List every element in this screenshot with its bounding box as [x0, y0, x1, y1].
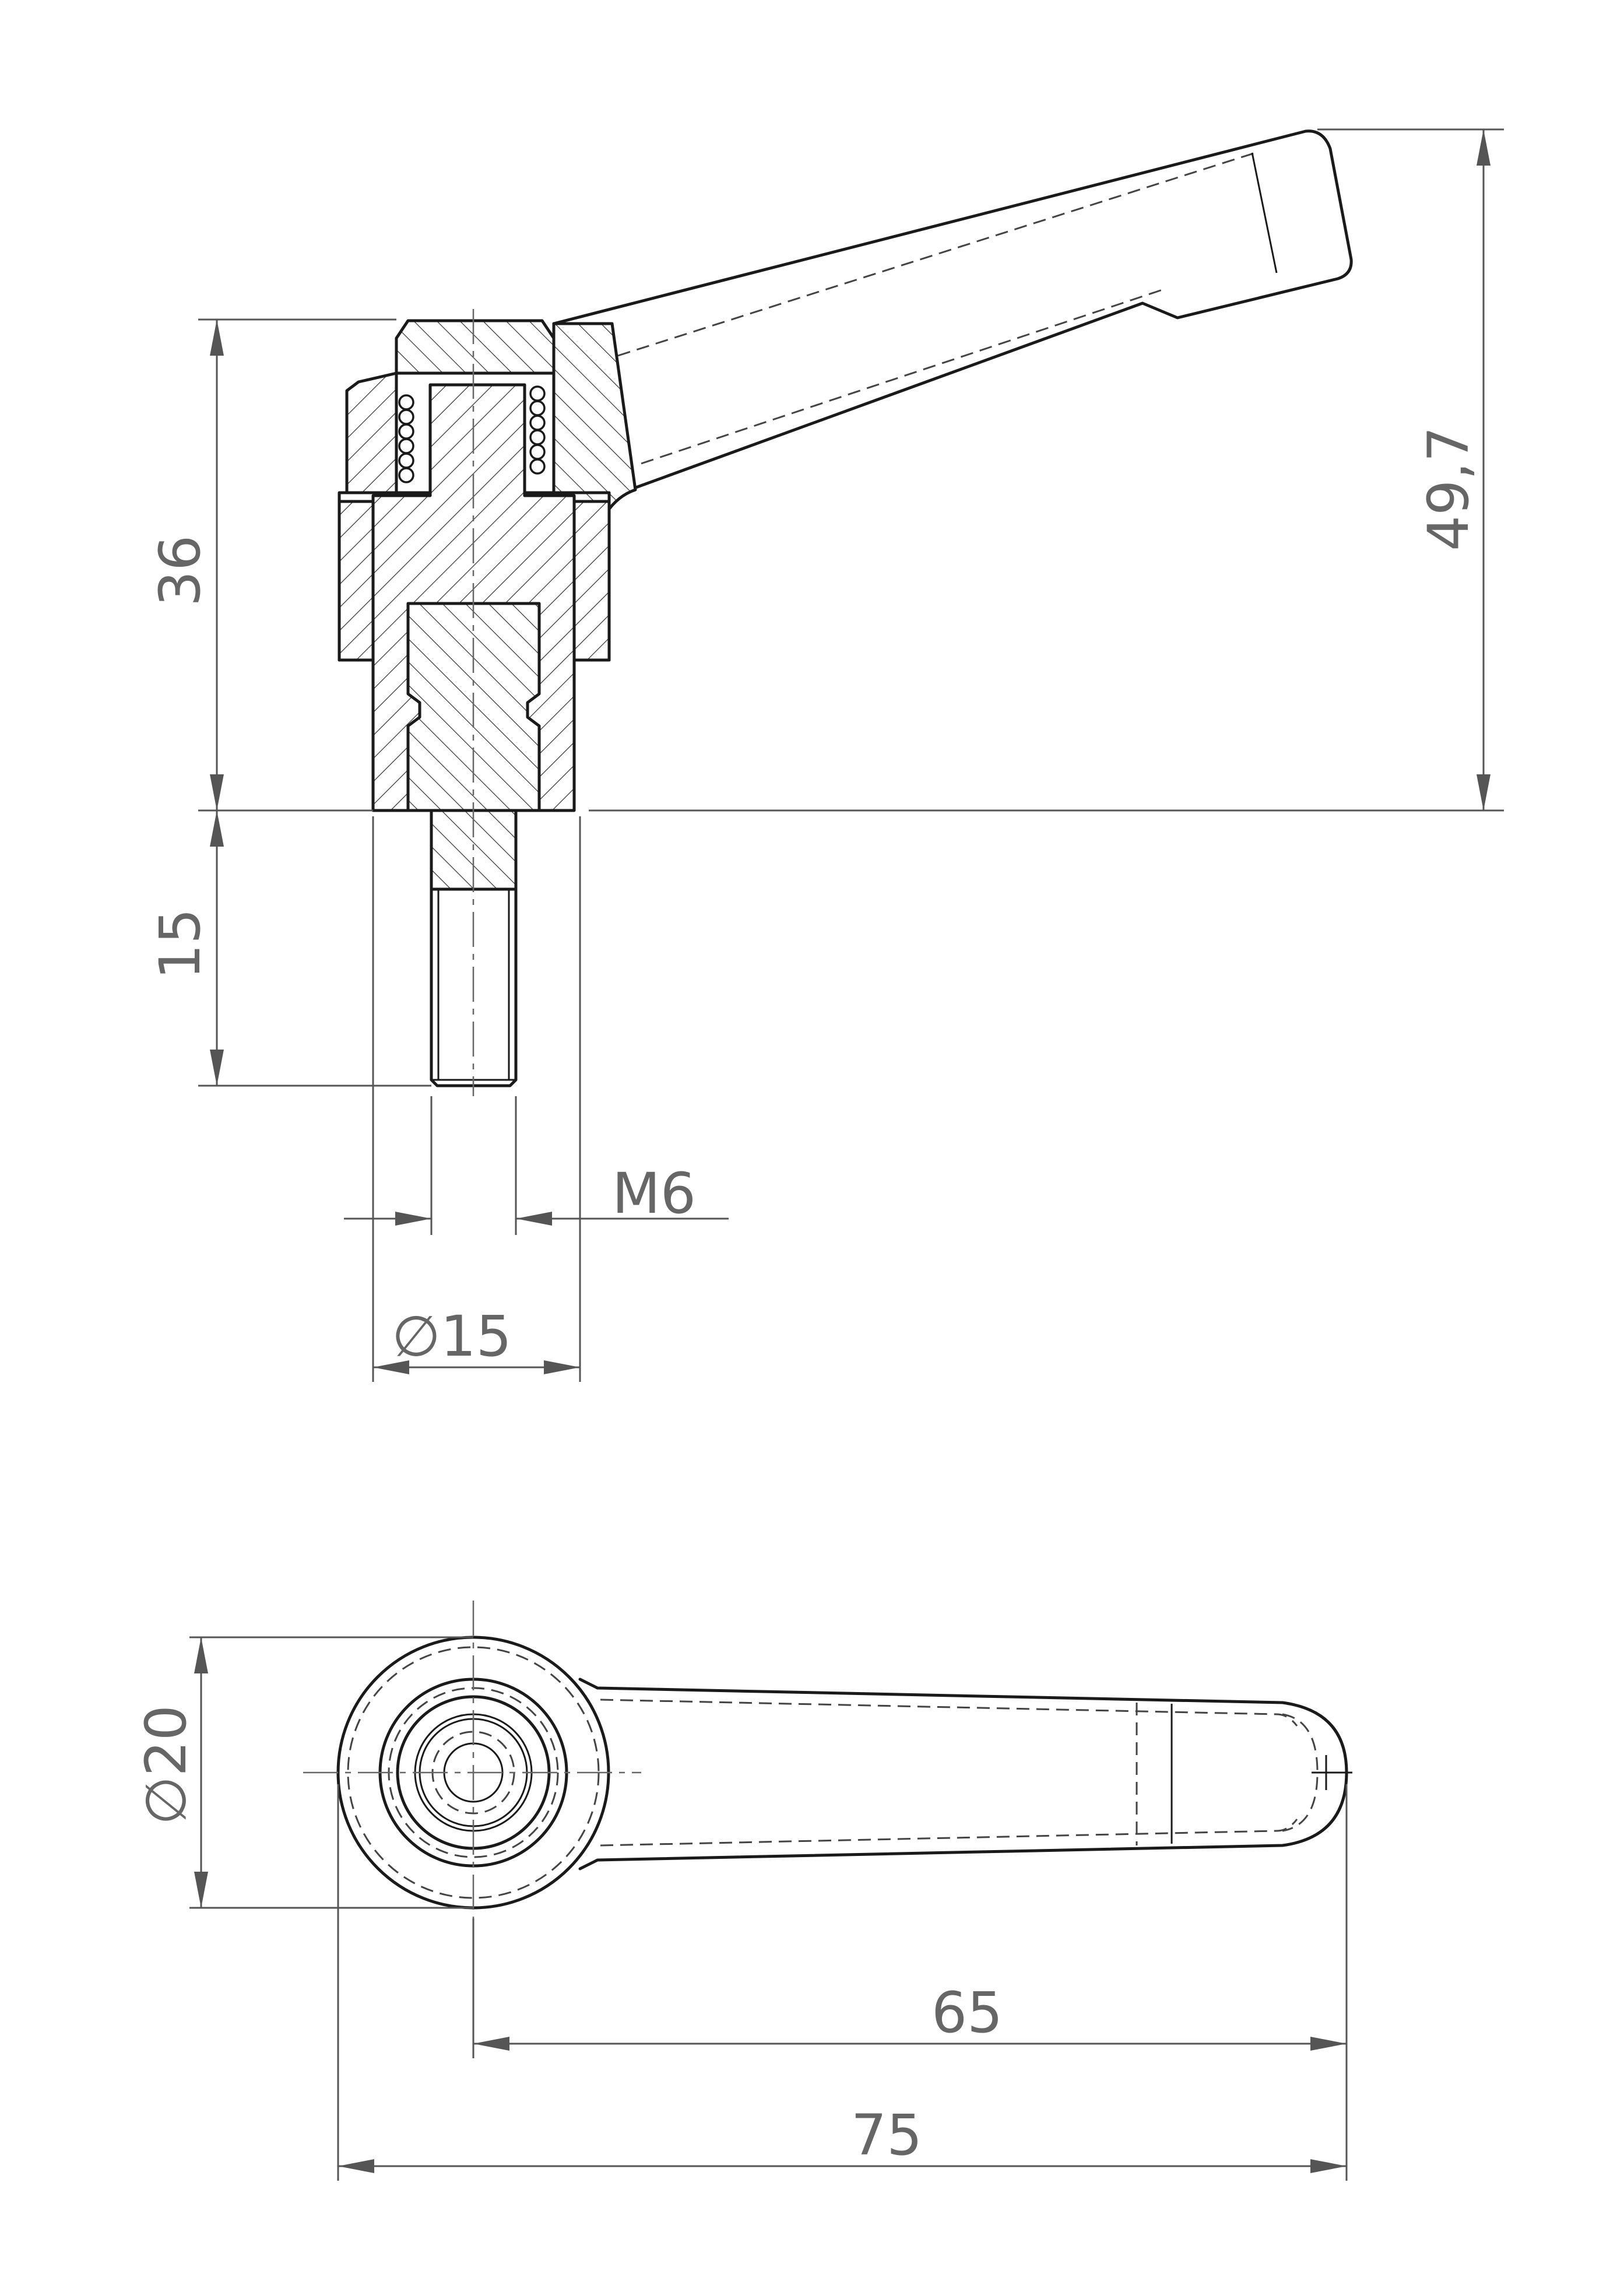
dimension-75-label: 75 — [851, 2103, 922, 2168]
dimension-dia-20: ∅20 — [133, 1636, 473, 1909]
dimension-65: 65 — [472, 1784, 1348, 2181]
dimension-15: 15 — [147, 810, 431, 1087]
dimension-dia-15-label: ∅15 — [392, 1304, 512, 1369]
housing-lower-right — [572, 500, 611, 662]
lever-arm — [552, 129, 1353, 541]
dimension-49-7: 49,7 — [589, 128, 1504, 812]
dimension-75: 75 — [337, 1784, 1347, 2181]
dimension-36-label: 36 — [147, 535, 213, 606]
dimension-dia-20-label: ∅20 — [133, 1705, 199, 1825]
housing-left-section — [345, 371, 398, 494]
side-section-view — [338, 129, 1353, 1096]
dimension-m6: M6 — [344, 1096, 729, 1235]
dimension-15-label: 15 — [147, 908, 213, 980]
dimension-m6-label: M6 — [612, 1161, 696, 1226]
spring-right — [529, 385, 546, 475]
dimension-dia-15: ∅15 — [372, 816, 581, 1382]
top-lever-inner — [600, 1699, 1298, 1726]
spring-left — [398, 394, 414, 483]
dimension-65-label: 65 — [931, 1980, 1003, 2045]
housing-lower-left — [338, 500, 375, 662]
dimension-49-7-label: 49,7 — [1416, 426, 1481, 551]
top-view — [303, 1601, 1352, 1947]
cap-nut-section — [395, 319, 556, 375]
dimension-36: 36 — [147, 318, 396, 812]
